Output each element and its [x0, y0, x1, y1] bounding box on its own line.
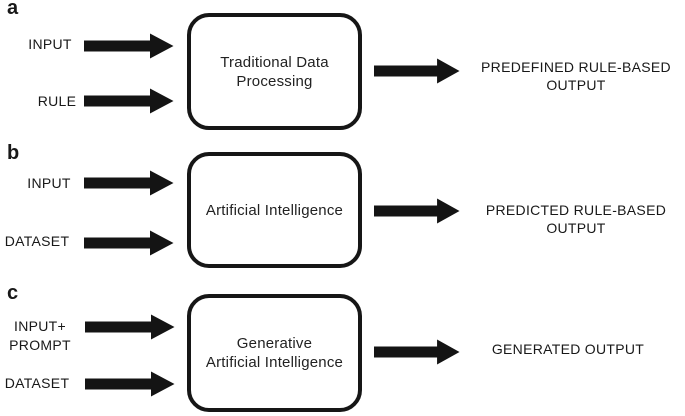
input-label: DATASET — [4, 375, 70, 391]
output-label: GENERATED OUTPUT — [491, 341, 645, 357]
arrow-right-icon — [85, 371, 175, 397]
arrow-right-icon — [374, 339, 460, 365]
arrow-right-icon — [84, 170, 174, 196]
process-box: Artificial Intelligence — [187, 152, 362, 268]
panel-label-a: a — [7, 0, 19, 19]
process-box: Generative Artificial Intelligence — [187, 294, 362, 412]
input-label: RULE — [37, 93, 77, 109]
panel-label-b: b — [7, 142, 20, 164]
input-label: INPUT — [28, 36, 72, 52]
arrow-right-icon — [85, 314, 175, 340]
process-box-label: Artificial Intelligence — [205, 201, 344, 219]
output-label: PREDEFINED RULE-BASED OUTPUT — [481, 59, 671, 93]
process-box-label: Generative Artificial Intelligence — [205, 335, 344, 371]
output-label: PREDICTED RULE-BASED OUTPUT — [485, 202, 667, 236]
arrow-right-icon — [374, 198, 460, 224]
panel-label-c: c — [7, 282, 19, 304]
arrow-right-icon — [84, 88, 174, 114]
input-label: DATASET — [4, 233, 70, 249]
process-box: Traditional Data Processing — [187, 13, 362, 130]
input-label: INPUT+ PROMPT — [9, 318, 71, 353]
process-box-label: Traditional Data Processing — [220, 53, 329, 90]
arrow-right-icon — [84, 230, 174, 256]
arrow-right-icon — [84, 33, 174, 59]
input-label: INPUT — [27, 175, 71, 191]
arrow-right-icon — [374, 58, 460, 84]
